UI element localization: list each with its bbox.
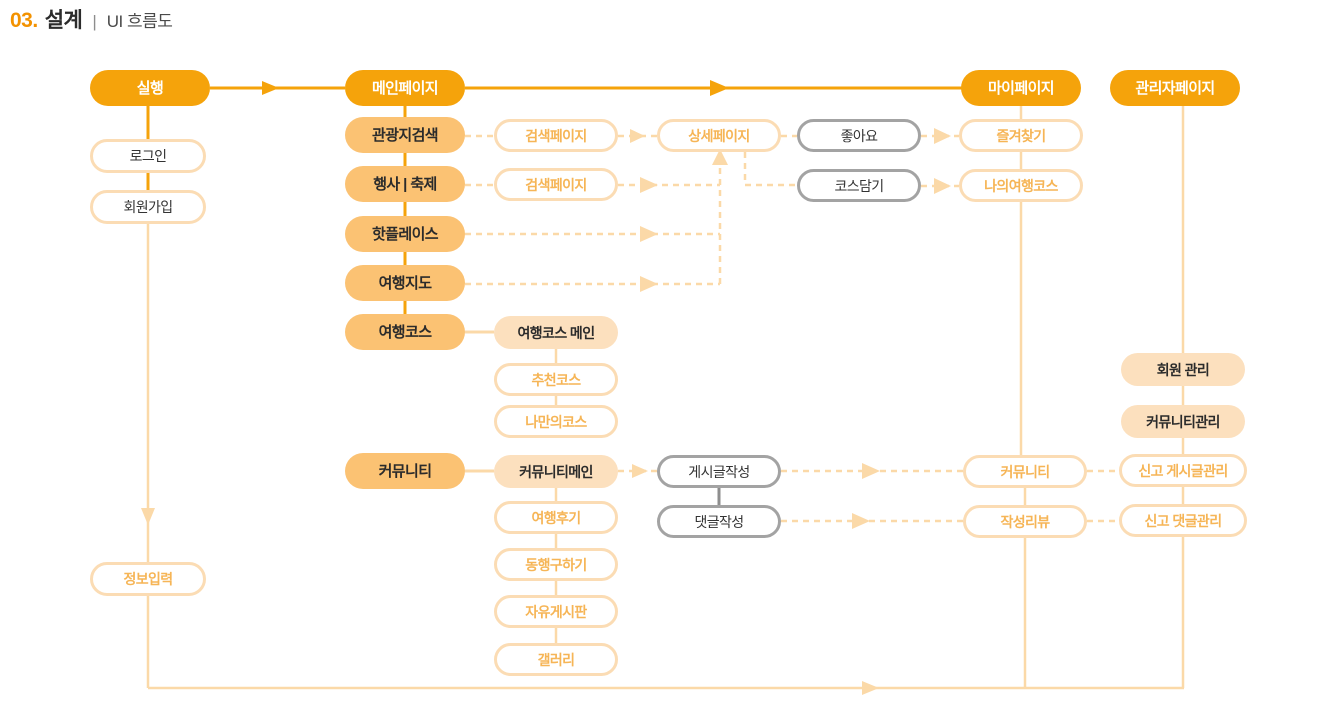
node-save-course[interactable]: 코스담기 (797, 169, 921, 202)
node-label-info-input: 정보입력 (123, 571, 173, 587)
node-label-travel-review: 여행후기 (531, 509, 581, 526)
node-label-member-mgmt: 회원 관리 (1156, 361, 1210, 378)
node-label-write-comment: 댓글작성 (694, 513, 744, 530)
node-event-festival[interactable]: 행사 | 축제 (345, 166, 465, 202)
node-label-report-cmt-mgmt: 신고 댓글관리 (1144, 512, 1223, 529)
node-travel-map[interactable]: 여행지도 (345, 265, 465, 301)
node-my-community[interactable]: 커뮤니티 (963, 455, 1087, 488)
node-find-companion[interactable]: 동행구하기 (494, 548, 618, 581)
section-number: 03. (10, 9, 38, 32)
title-divider: | (92, 12, 97, 31)
edge-run-to-main (210, 81, 345, 95)
node-label-save-course: 코스담기 (834, 177, 884, 194)
node-label-admin-page: 관리자페이지 (1135, 79, 1215, 97)
edge-community-branch (465, 469, 558, 643)
node-label-my-course: 나만의코스 (525, 413, 587, 430)
section-name: 설계 (44, 9, 83, 32)
edge-main-to-mypage (465, 80, 963, 96)
node-label-search-page-2: 검색페이지 (525, 176, 587, 193)
node-my-review[interactable]: 작성리뷰 (963, 505, 1087, 538)
edge-detail-to-savecourse (743, 152, 797, 187)
node-login[interactable]: 로그인 (90, 139, 206, 173)
node-main-page[interactable]: 메인페이지 (345, 70, 465, 106)
node-label-bookmark: 즐겨찾기 (996, 127, 1046, 144)
edge-like-to-bookmark (921, 128, 959, 144)
node-detail-page[interactable]: 상세페이지 (657, 119, 781, 152)
node-report-cmt-mgmt[interactable]: 신고 댓글관리 (1119, 504, 1247, 537)
node-info-input[interactable]: 정보입력 (90, 562, 206, 596)
edge-writecomment-to-myreview (781, 513, 963, 529)
node-label-main-page: 메인페이지 (371, 79, 439, 97)
node-member-mgmt[interactable]: 회원 관리 (1121, 353, 1245, 386)
node-admin-page[interactable]: 관리자페이지 (1110, 70, 1240, 106)
node-like[interactable]: 좋아요 (797, 119, 921, 152)
node-label-community-mgmt: 커뮤니티관리 (1146, 413, 1220, 430)
node-community-mgmt[interactable]: 커뮤니티관리 (1121, 405, 1245, 438)
node-label-gallery: 갤러리 (537, 651, 575, 668)
edge-writepost-to-mycommunity (781, 463, 963, 479)
node-label-event-festival: 행사 | 축제 (373, 175, 437, 193)
node-label-travel-course: 여행코스 (378, 323, 432, 341)
node-label-run: 실행 (136, 79, 164, 97)
node-label-my-travel-course: 나의여행코스 (984, 177, 1058, 194)
node-recommend-course[interactable]: 추천코스 (494, 363, 618, 396)
node-label-like: 좋아요 (840, 127, 878, 144)
node-course-main[interactable]: 여행코스 메인 (494, 316, 618, 349)
node-community[interactable]: 커뮤니티 (345, 453, 465, 489)
node-label-hot-place: 핫플레이스 (371, 225, 439, 243)
node-search-page-1[interactable]: 검색페이지 (494, 119, 618, 152)
node-label-find-companion: 동행구하기 (525, 556, 587, 573)
node-gallery[interactable]: 갤러리 (494, 643, 618, 676)
edge-signup-to-info (141, 224, 155, 562)
node-write-post[interactable]: 게시글작성 (657, 455, 781, 488)
node-my-page[interactable]: 마이페이지 (961, 70, 1081, 106)
node-label-write-post: 게시글작성 (688, 463, 750, 480)
node-my-course[interactable]: 나만의코스 (494, 405, 618, 438)
node-label-travel-map: 여행지도 (378, 274, 432, 292)
node-travel-review[interactable]: 여행후기 (494, 501, 618, 534)
node-label-spot-search: 관광지검색 (371, 126, 439, 144)
page-title: 03. 설계 | UI 흐름도 (10, 4, 173, 34)
node-label-course-main: 여행코스 메인 (517, 324, 596, 341)
node-label-report-post-mgmt: 신고 게시글관리 (1138, 462, 1228, 479)
edge-savecourse-to-mycourse (921, 178, 959, 194)
node-travel-course[interactable]: 여행코스 (345, 314, 465, 350)
node-label-free-board: 자유게시판 (525, 603, 587, 620)
node-label-search-page-1: 검색페이지 (525, 127, 587, 144)
edge-commain-to-writepost (618, 464, 657, 478)
node-label-login: 로그인 (129, 148, 167, 164)
node-bookmark[interactable]: 즐겨찾기 (959, 119, 1083, 152)
edge-search1-to-detail (618, 129, 657, 143)
section-subtitle: UI 흐름도 (106, 12, 173, 31)
node-label-recommend-course: 추천코스 (531, 371, 581, 388)
node-label-signup: 회원가입 (123, 199, 173, 215)
node-label-my-community: 커뮤니티 (1000, 463, 1050, 480)
node-spot-search[interactable]: 관광지검색 (345, 117, 465, 153)
node-signup[interactable]: 회원가입 (90, 190, 206, 224)
node-free-board[interactable]: 자유게시판 (494, 595, 618, 628)
node-label-community-main: 커뮤니티메인 (519, 463, 593, 480)
node-label-my-page: 마이페이지 (987, 79, 1055, 97)
node-write-comment[interactable]: 댓글작성 (657, 505, 781, 538)
node-label-detail-page: 상세페이지 (688, 127, 750, 144)
node-hot-place[interactable]: 핫플레이스 (345, 216, 465, 252)
node-my-travel-course[interactable]: 나의여행코스 (959, 169, 1083, 202)
node-report-post-mgmt[interactable]: 신고 게시글관리 (1119, 454, 1247, 487)
node-run[interactable]: 실행 (90, 70, 210, 106)
edge-mypage-column (1019, 106, 1027, 688)
node-community-main[interactable]: 커뮤니티메인 (494, 455, 618, 488)
edge-merge-to-detail (465, 149, 728, 292)
edge-course-branch (465, 330, 558, 405)
node-label-my-review: 작성리뷰 (1000, 513, 1050, 530)
node-search-page-2[interactable]: 검색페이지 (494, 168, 618, 201)
edge-bottom-rail (148, 681, 1184, 695)
node-label-community: 커뮤니티 (378, 462, 432, 480)
